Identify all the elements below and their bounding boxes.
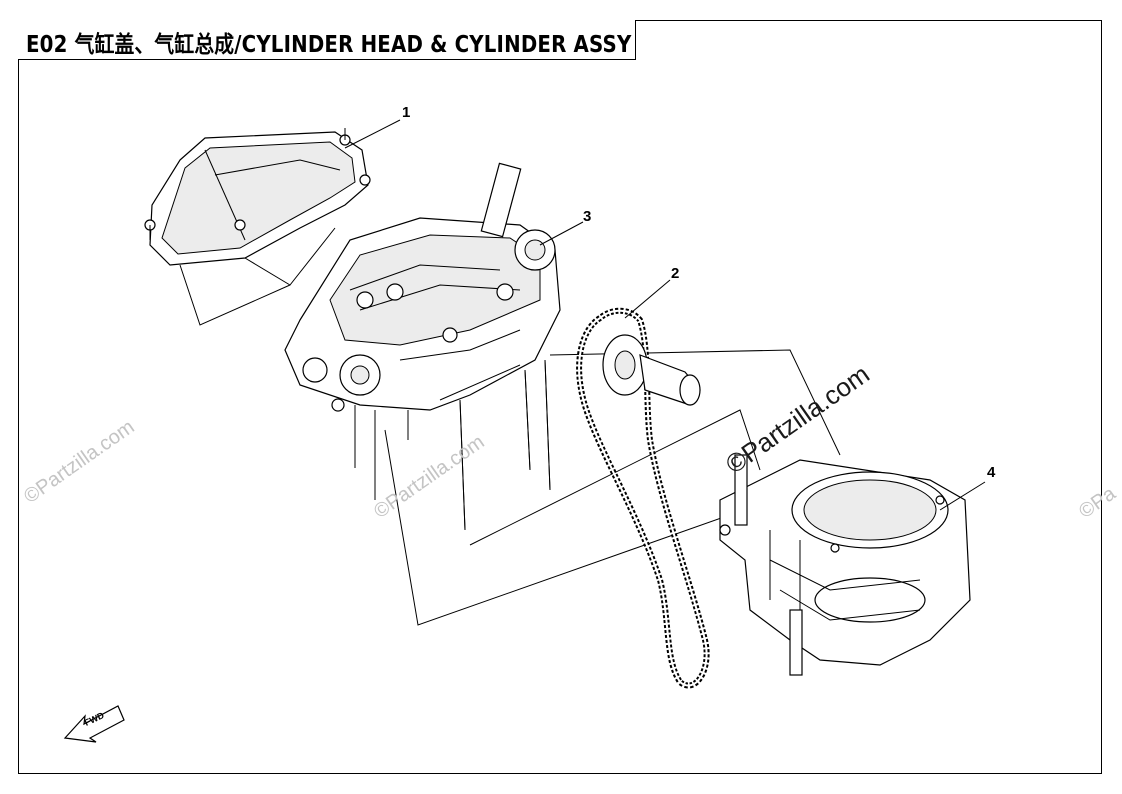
title-box: E02 气缸盖、气缸总成/CYLINDER HEAD & CYLINDER AS…	[18, 20, 636, 60]
camshaft-sprocket[interactable]	[602, 334, 701, 406]
cylinder-block[interactable]	[719, 454, 971, 676]
leader-line-1	[344, 119, 401, 149]
callout-3: 3	[583, 208, 592, 225]
fwd-arrow-icon	[63, 705, 125, 743]
page-title: E02 气缸盖、气缸总成/CYLINDER HEAD & CYLINDER AS…	[26, 32, 632, 58]
callout-2: 2	[671, 265, 680, 282]
callout-1: 1	[402, 104, 411, 121]
leader-line-3	[539, 221, 584, 246]
leader-line-4	[939, 481, 986, 511]
callout-4: 4	[987, 464, 996, 481]
cylinder-studs	[354, 359, 551, 531]
cylinder-head-cover[interactable]	[144, 128, 371, 266]
cylinder-head[interactable]	[284, 162, 561, 412]
leader-line-2	[624, 279, 671, 319]
